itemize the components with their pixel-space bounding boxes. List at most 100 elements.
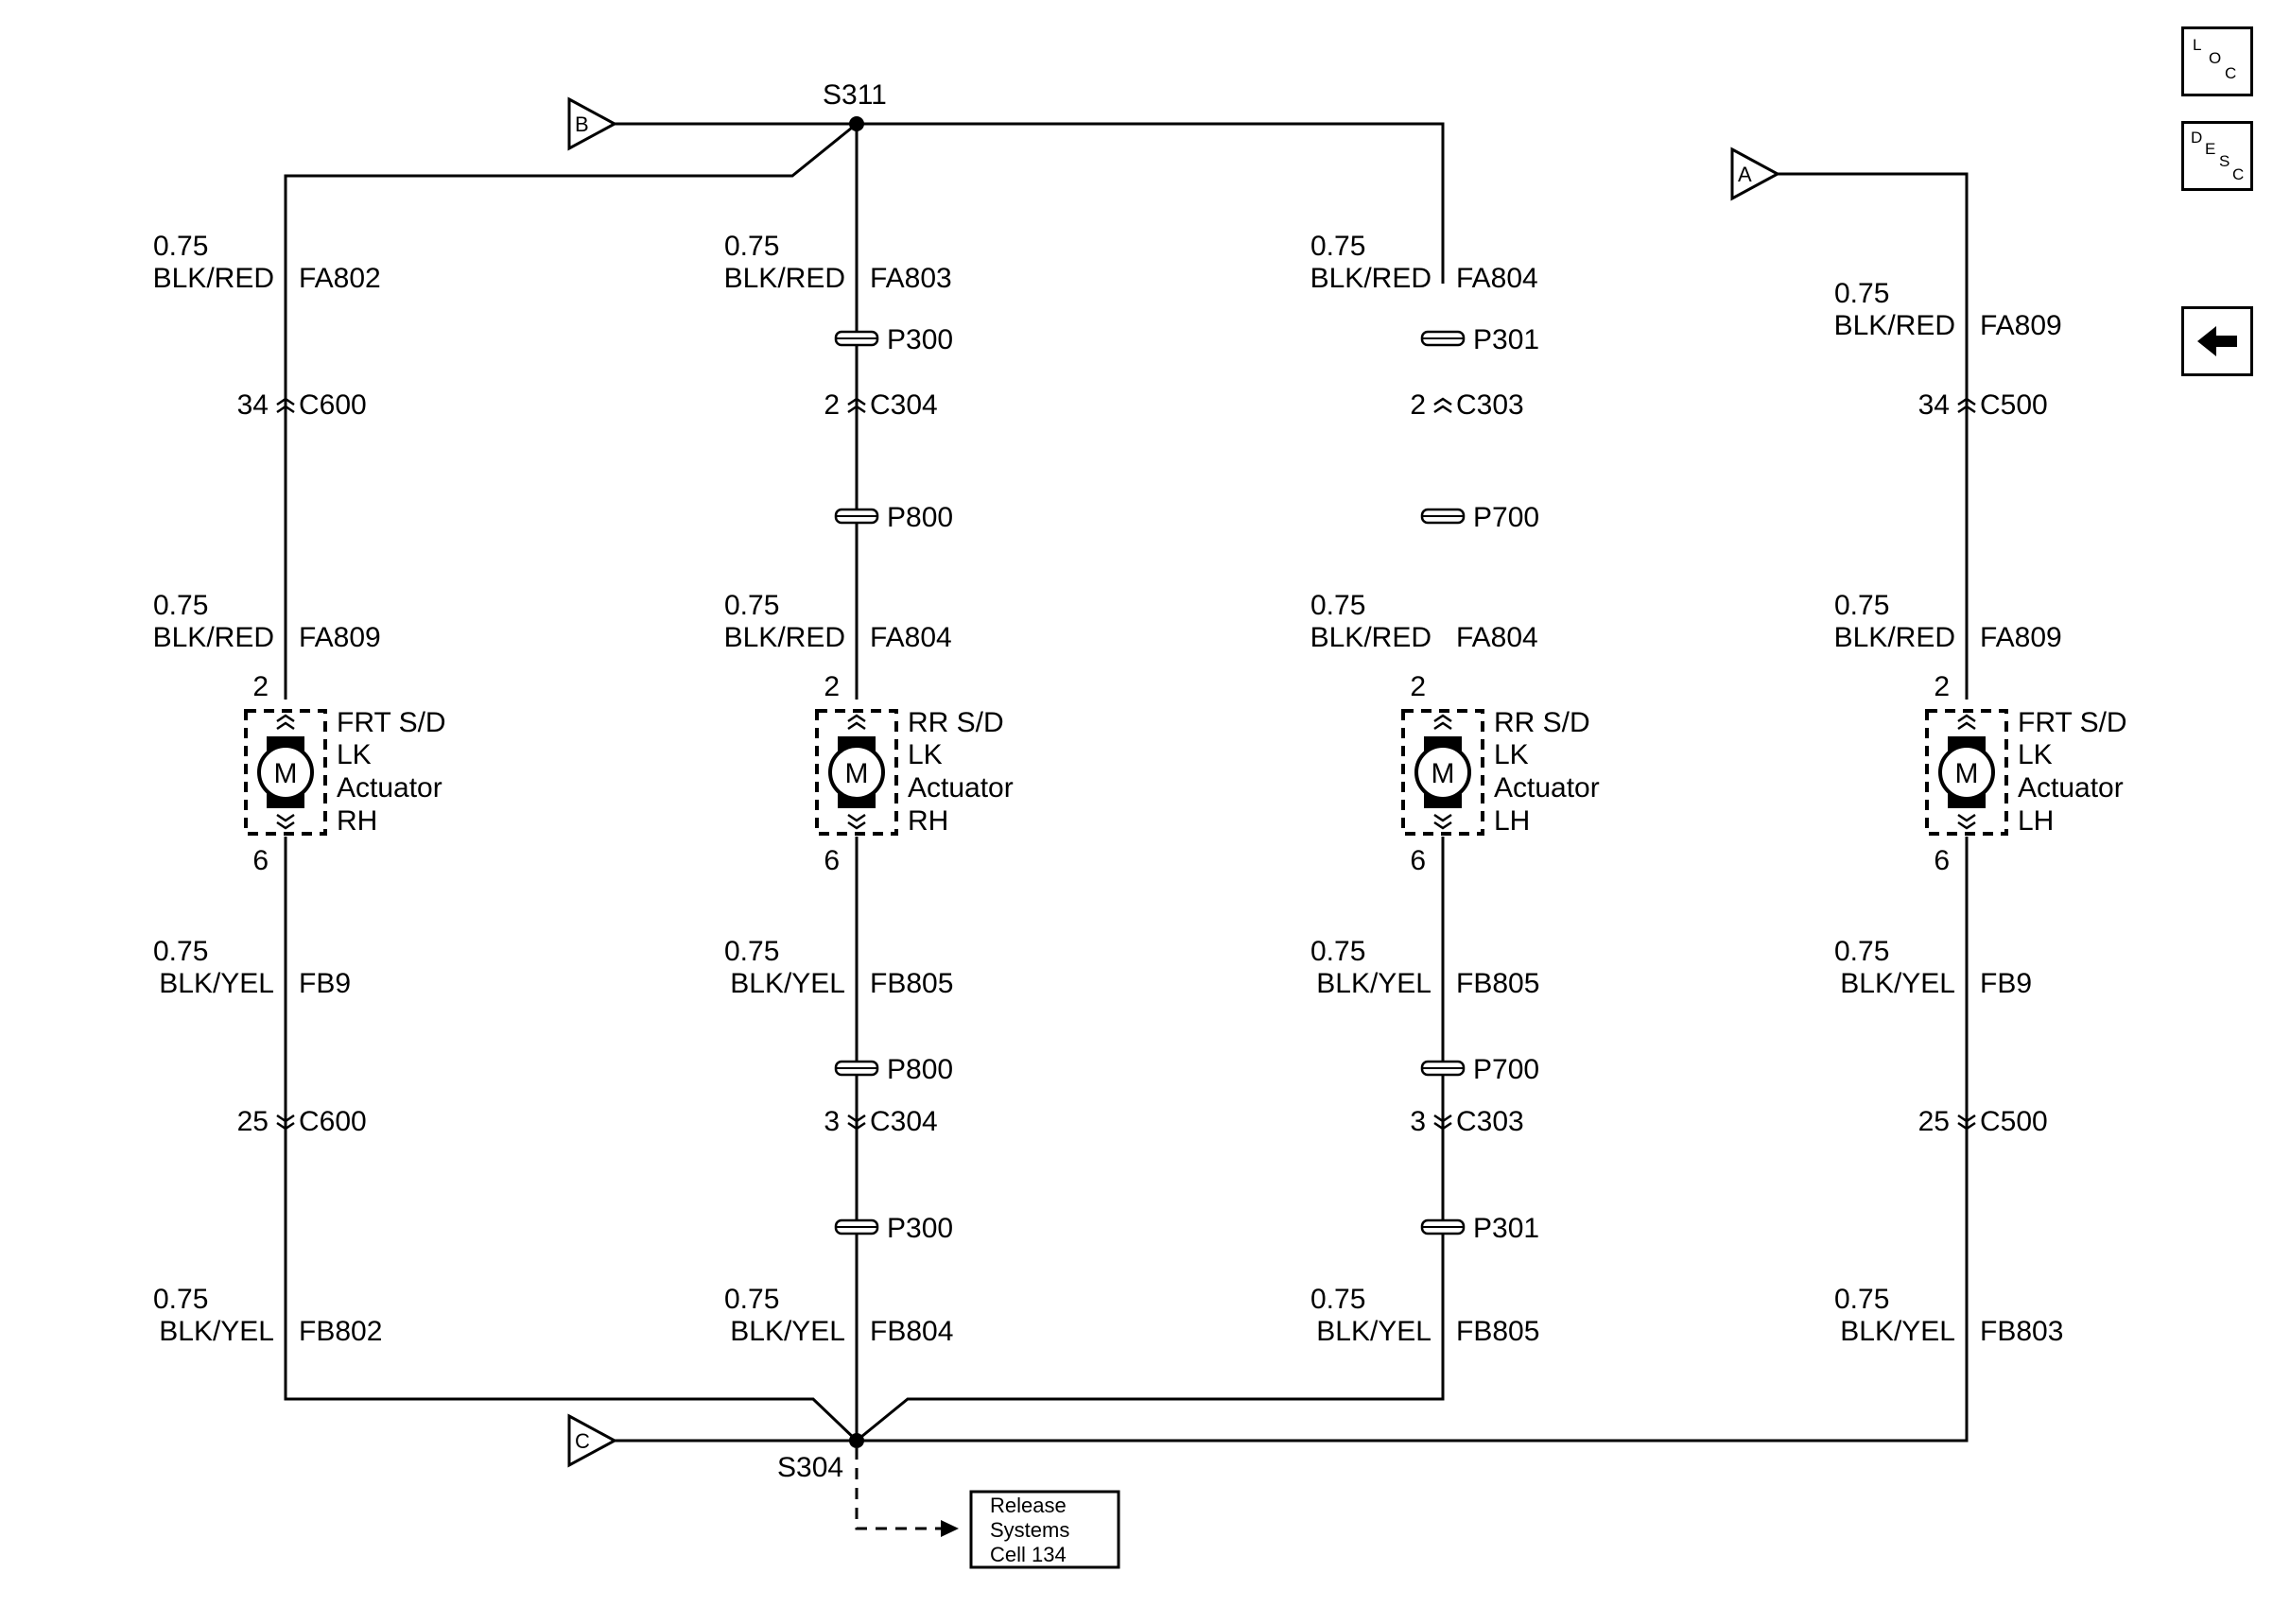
back-button[interactable] xyxy=(2181,306,2253,376)
offpage-connector-b[interactable]: B xyxy=(567,96,618,151)
column-1-actuator-line3: Actuator xyxy=(337,772,442,803)
column-3-motor-pin-bottom: 6 xyxy=(1410,845,1426,876)
column-4-motor-icon xyxy=(1938,744,1995,801)
column-3-p1-label: P301 xyxy=(1473,324,1539,355)
offpage-b-label: B xyxy=(575,112,589,136)
column-4-wire2-circuit: FA809 xyxy=(1980,622,2062,653)
column-1-wire3-color: BLK/YEL xyxy=(159,968,274,999)
column-1-wire1-size: 0.75 xyxy=(153,231,208,262)
column-4-actuator-dashed-box xyxy=(1925,709,2008,836)
column-1-wire1-circuit: FA802 xyxy=(299,263,381,294)
column-1-motor-symbol: M xyxy=(274,758,298,789)
column-3-wire2-size: 0.75 xyxy=(1310,590,1365,621)
column-2-actuator-line2: LK xyxy=(908,739,943,770)
column-3-p2-label: P700 xyxy=(1473,502,1539,533)
column-1-motor-pin-bottom: 6 xyxy=(252,845,269,876)
column-2-p2-label: P800 xyxy=(887,502,953,533)
column-3-motor-pin-top: 2 xyxy=(1410,671,1426,702)
offpage-connector-a[interactable]: A xyxy=(1730,147,1781,201)
column-3-actuator-dashed-box xyxy=(1401,709,1484,836)
arrow-left-icon xyxy=(2197,326,2237,356)
column-2-wire4-size: 0.75 xyxy=(724,1284,779,1315)
column-4-motor-pin-bottom: 6 xyxy=(1934,845,1950,876)
column-2-actuator-dashed-box xyxy=(815,709,898,836)
column-4-wire1-size: 0.75 xyxy=(1834,278,1889,309)
column-4-wire3-color: BLK/YEL xyxy=(1840,968,1955,999)
splice-s304-dot xyxy=(849,1433,864,1448)
splice-s311-label: S311 xyxy=(823,79,887,111)
column-3-motor-symbol: M xyxy=(1431,758,1455,789)
column-3-conn1-arrow-icon xyxy=(1432,397,1453,414)
release-dashed-line xyxy=(855,1448,946,1530)
column-1-motor-bottom-arrow-icon xyxy=(275,813,296,830)
column-4-motor-top-arrow-icon xyxy=(1956,714,1977,731)
column-1-wire2-color: BLK/RED xyxy=(153,622,274,653)
loc-letter-o: O xyxy=(2209,49,2222,67)
column-1-conn1-name: C600 xyxy=(299,389,367,421)
release-systems-reference-box[interactable]: Release Systems Cell 134 xyxy=(969,1490,1120,1569)
release-box-line2: Systems xyxy=(990,1518,1069,1542)
column-3-wire3-size: 0.75 xyxy=(1310,936,1365,967)
column-1-conn1-pin: 34 xyxy=(237,389,269,421)
column-3-actuator-line1: RR S/D xyxy=(1494,707,1590,738)
column-1-motor-pin-top: 2 xyxy=(252,671,269,702)
column-2-wire4-color: BLK/YEL xyxy=(730,1316,845,1347)
column-3-p4-label: P301 xyxy=(1473,1213,1539,1244)
location-button[interactable]: L O C xyxy=(2181,26,2253,96)
column-1-actuator-line1: FRT S/D xyxy=(337,707,446,738)
column-2-actuator-line4: RH xyxy=(908,805,948,837)
column-3-wire3-color: BLK/YEL xyxy=(1316,968,1431,999)
column-3-actuator-line4: LH xyxy=(1494,805,1530,837)
column-1-motor-icon xyxy=(257,744,314,801)
column-1-conn2-pin: 25 xyxy=(237,1106,269,1137)
offpage-c-label: C xyxy=(575,1429,590,1453)
column-2-wire4-circuit: FB804 xyxy=(870,1316,953,1347)
column-2-conn2-pin: 3 xyxy=(824,1106,840,1137)
column-4-wire3-size: 0.75 xyxy=(1834,936,1889,967)
column-3-actuator-line3: Actuator xyxy=(1494,772,1600,803)
column-4-wire1-color: BLK/RED xyxy=(1834,310,1955,341)
column-4-wire4-color: BLK/YEL xyxy=(1840,1316,1955,1347)
column-2-motor-symbol: M xyxy=(845,758,869,789)
column-2-wire2-size: 0.75 xyxy=(724,590,779,621)
column-2-wire3-circuit: FB805 xyxy=(870,968,953,999)
column-1-actuator-line4: RH xyxy=(337,805,377,837)
column-2-motor-bottom-arrow-icon xyxy=(846,813,867,830)
column-2-motor-pin-top: 2 xyxy=(824,671,840,702)
column-4-conn1-name: C500 xyxy=(1980,389,2048,421)
column-2-conn1-name: C304 xyxy=(870,389,938,421)
column-4-wire2-color: BLK/RED xyxy=(1834,622,1955,653)
column-4-motor-pin-top: 2 xyxy=(1934,671,1950,702)
offpage-a-label: A xyxy=(1738,163,1752,186)
column-3-wire4-size: 0.75 xyxy=(1310,1284,1365,1315)
column-1-wire2-circuit: FA809 xyxy=(299,622,381,653)
column-4-conn2-pin: 25 xyxy=(1918,1106,1950,1137)
column-1-wire4-size: 0.75 xyxy=(153,1284,208,1315)
column-1-wire2-size: 0.75 xyxy=(153,590,208,621)
column-3-wire2-color: BLK/RED xyxy=(1310,622,1431,653)
column-4-motor-symbol: M xyxy=(1955,758,1979,789)
column-1-wire3-size: 0.75 xyxy=(153,936,208,967)
column-1-conn2-name: C600 xyxy=(299,1106,367,1137)
column-3-motor-icon xyxy=(1414,744,1471,801)
column-2-motor-top-arrow-icon xyxy=(846,714,867,731)
description-button[interactable]: D E S C xyxy=(2181,121,2253,191)
bottom-bus-wires xyxy=(284,837,1969,1443)
column-2-actuator-line1: RR S/D xyxy=(908,707,1004,738)
loc-letter-l: L xyxy=(2193,36,2202,54)
column-1-wire4-circuit: FB802 xyxy=(299,1316,382,1347)
release-box-line3: Cell 134 xyxy=(990,1543,1067,1566)
column-3-wire1-size: 0.75 xyxy=(1310,231,1365,262)
column-3-p3-label: P700 xyxy=(1473,1054,1539,1085)
offpage-connector-c[interactable]: C xyxy=(567,1413,618,1468)
column-2-wire1-color: BLK/RED xyxy=(724,263,845,294)
release-box-line1: Release xyxy=(990,1494,1067,1517)
column-3-conn2-pin: 3 xyxy=(1410,1106,1426,1137)
